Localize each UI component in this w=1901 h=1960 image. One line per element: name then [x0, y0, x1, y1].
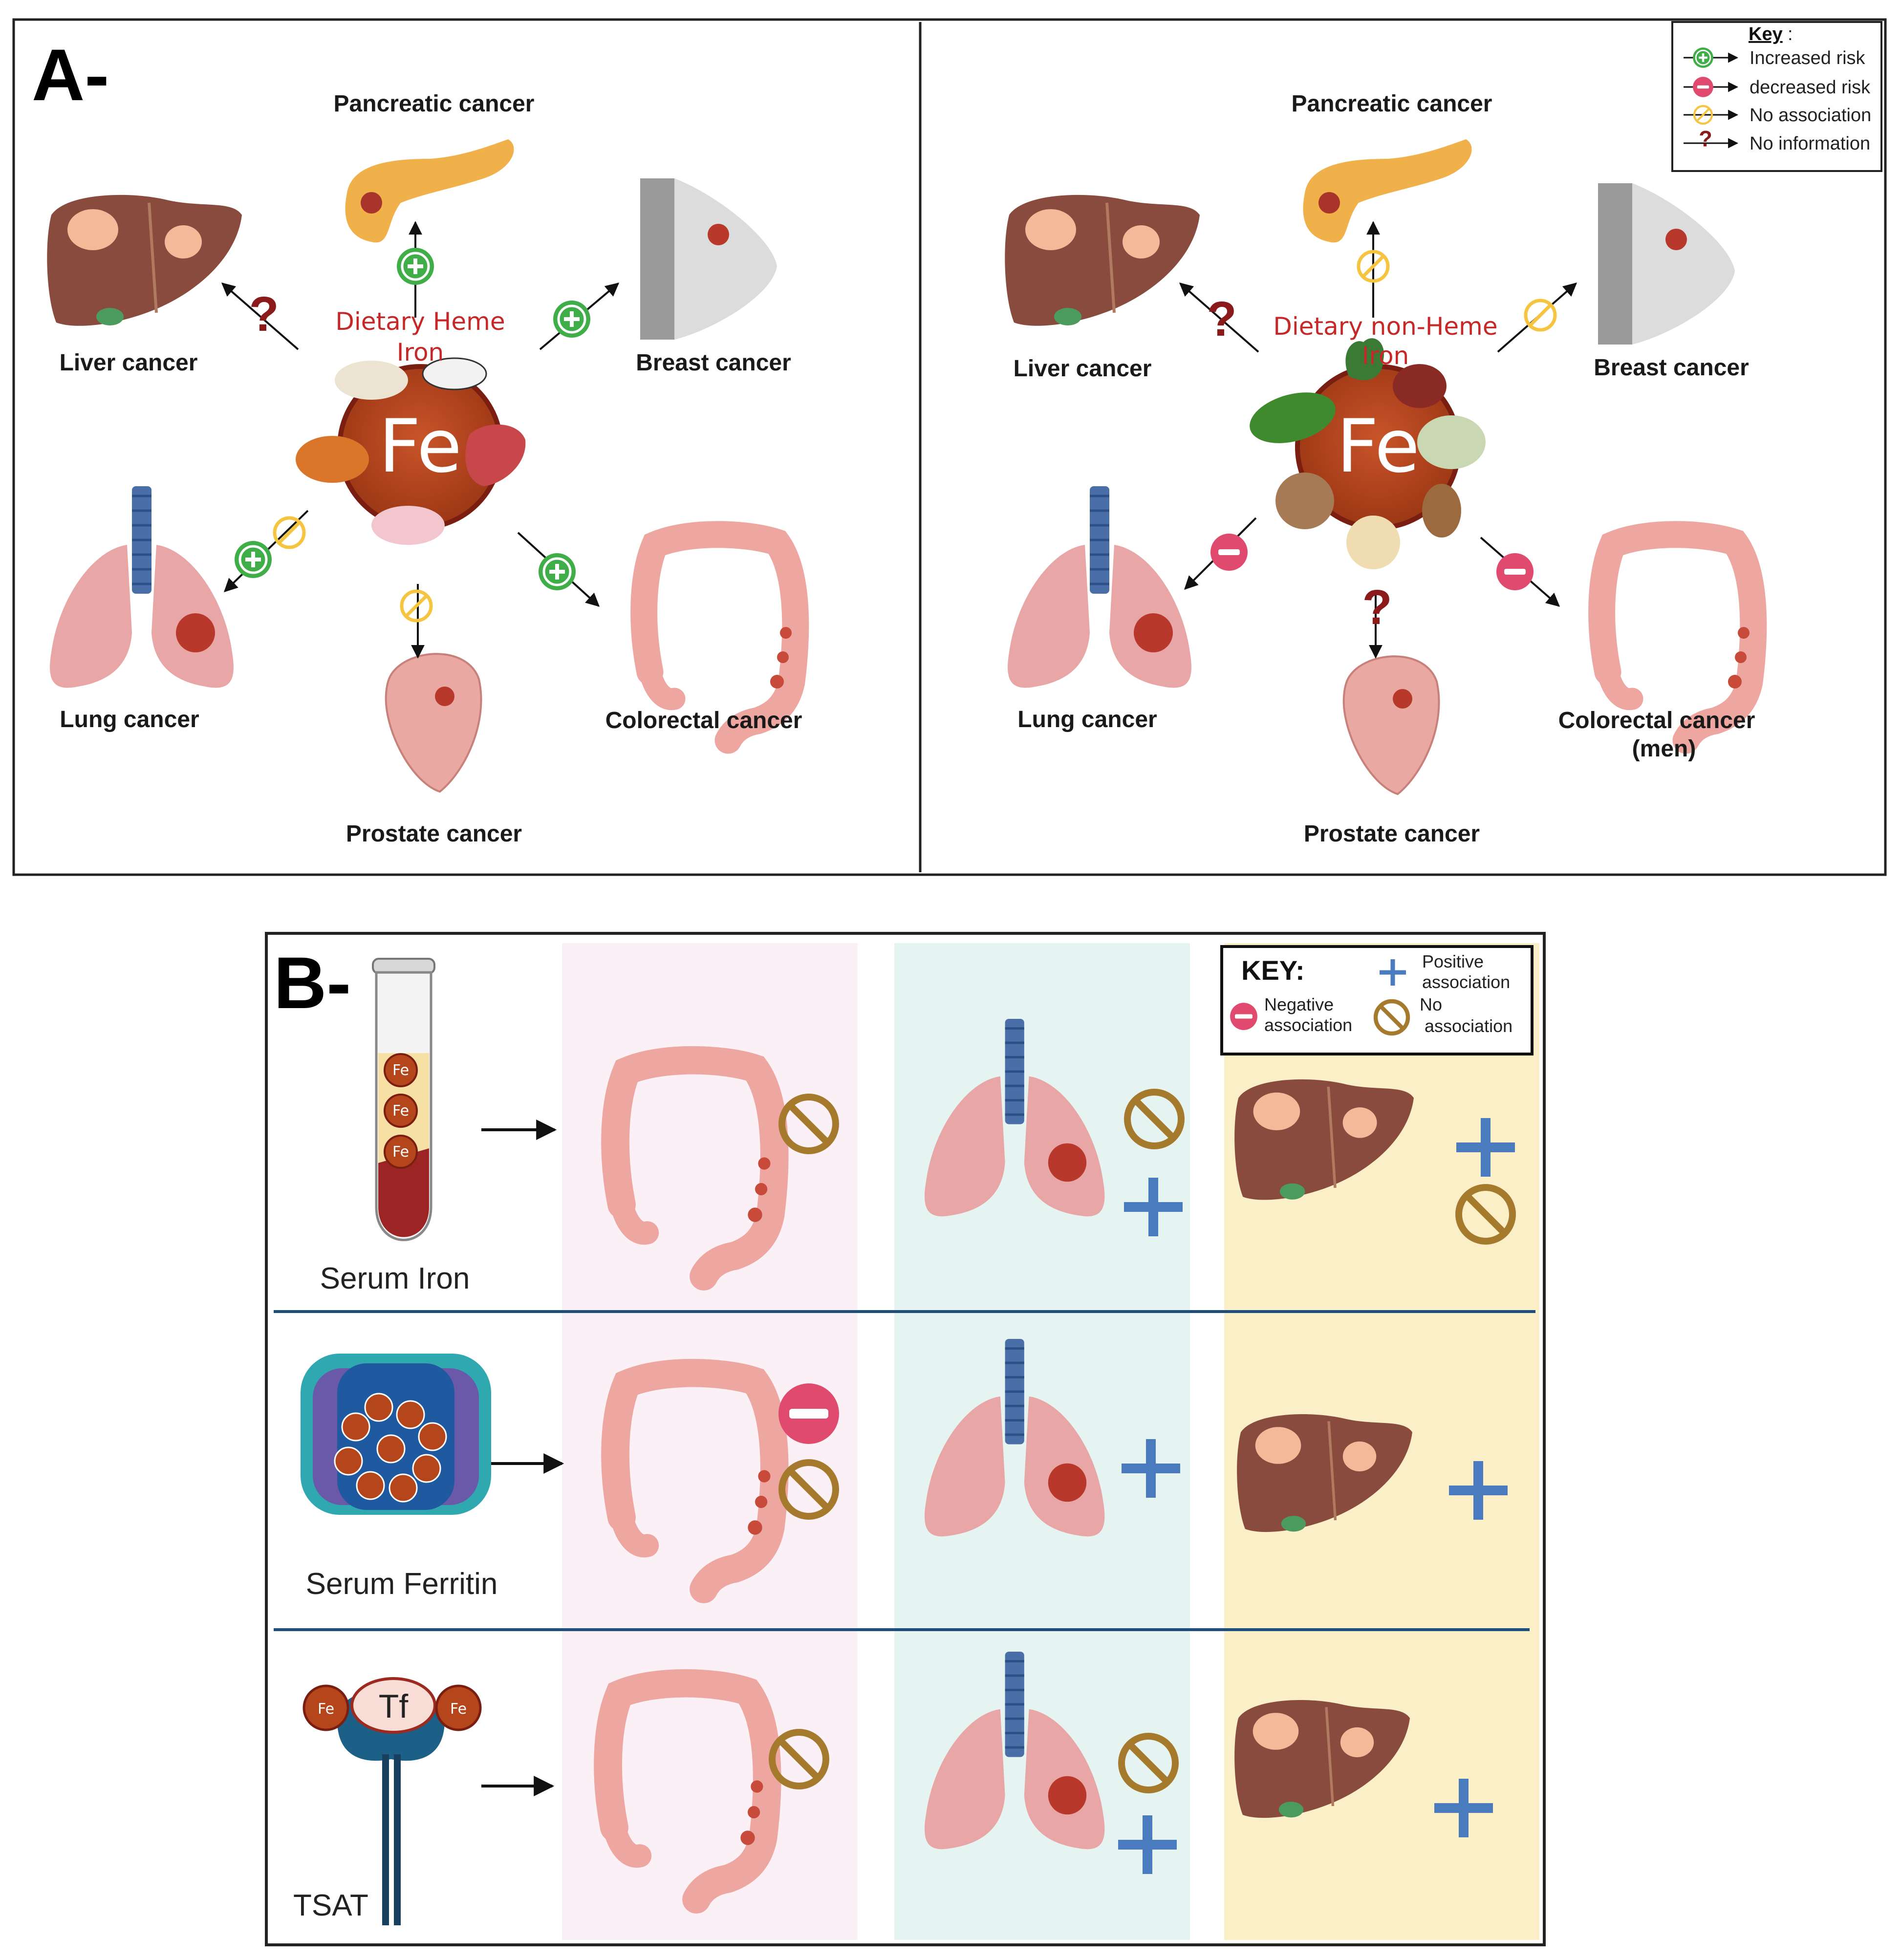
svg-text:Fe: Fe: [392, 1062, 409, 1079]
key-positive-line1: Positive: [1422, 951, 1484, 971]
label-breast: Breast cancer: [636, 350, 791, 376]
panel-a-letter: A-: [32, 34, 109, 116]
almond-icon: [1422, 484, 1461, 538]
liver-no-information-icon: [1207, 292, 1237, 346]
key-minus-circle-icon: [1693, 77, 1713, 97]
label-lung: Lung cancer: [1017, 707, 1157, 732]
key-question-icon: [1699, 126, 1712, 151]
label-liver: Liver cancer: [60, 350, 198, 376]
label-colorectal-line2: (men): [1632, 736, 1696, 762]
sheep-icon: [335, 361, 408, 400]
leaf-icon: [1250, 392, 1336, 443]
svg-text::: :: [1788, 24, 1793, 44]
row-label: Serum Iron: [320, 1262, 470, 1295]
spinach-icon: [1345, 338, 1384, 381]
lima-bean-icon: [1417, 415, 1486, 469]
svg-text:Fe: Fe: [392, 1143, 409, 1161]
row-tsat: Tf Fe Fe TSAT: [293, 1652, 1493, 1925]
label-prostate: Prostate cancer: [1304, 821, 1480, 847]
non-heme-label-line1: Dietary non-Heme: [1273, 312, 1497, 341]
key-title: Key: [1749, 24, 1783, 44]
non-heme-label-line2: Iron: [1362, 342, 1409, 370]
lung-increased-icon: [235, 541, 272, 578]
panel-a-heme: Fe Dietary Heme Iron Pan: [47, 91, 802, 847]
heme-label-line1: Dietary Heme: [335, 307, 505, 336]
svg-text:Fe: Fe: [450, 1701, 467, 1718]
panel-b: B- KEY: Positive association Negative as…: [265, 932, 1546, 1946]
key-minus-icon: [1230, 1003, 1257, 1030]
key-no-information: No information: [1750, 133, 1870, 154]
chickpea-icon: [1346, 516, 1400, 569]
panel-b-letter: B-: [274, 942, 351, 1024]
prostate-no-information-icon: [1362, 580, 1392, 635]
lung-decreased-icon: [1210, 534, 1248, 571]
label-colorectal-line1: Colorectal cancer: [1558, 708, 1755, 733]
chicken-icon: [296, 436, 369, 483]
bean-icon: [1393, 364, 1447, 408]
label-lung: Lung cancer: [60, 707, 199, 732]
panel-a-key: Key : Increased risk decreased risk No a…: [1671, 21, 1882, 172]
key-no-association: No association: [1750, 105, 1871, 126]
row-serum-iron: Fe Fe Fe Serum Iron: [320, 958, 1515, 1295]
colorectal-negative-icon: [778, 1383, 839, 1444]
row-label: Serum Ferritin: [306, 1567, 498, 1601]
key-negative-line2: association: [1264, 1015, 1352, 1035]
colorectal-decreased-icon: [1496, 553, 1534, 590]
key-positive-line2: association: [1422, 972, 1510, 992]
label-colorectal: Colorectal cancer: [605, 708, 802, 733]
fe-symbol: Fe: [379, 404, 462, 489]
panel-b-key: KEY: Positive association Negative assoc…: [1220, 945, 1534, 1055]
cow-icon: [422, 357, 487, 390]
test-tube-icon: Fe Fe Fe: [372, 958, 435, 1241]
row-label: TSAT: [293, 1889, 368, 1922]
pancreatic-increased-icon: [397, 248, 434, 285]
key-negative-line1: Negative: [1264, 994, 1334, 1014]
transferrin-receptor-icon: Tf Fe Fe: [302, 1677, 482, 1925]
key-none-line2: association: [1425, 1016, 1512, 1036]
liver-no-information-icon: [249, 287, 279, 342]
key-increased: Increased risk: [1750, 48, 1866, 68]
key-none-line1: No: [1420, 994, 1442, 1014]
fe-symbol: Fe: [1337, 404, 1420, 489]
key-plus-circle-icon: [1692, 46, 1714, 69]
label-breast: Breast cancer: [1594, 355, 1749, 381]
label-pancreatic: Pancreatic cancer: [1292, 91, 1492, 117]
colorectal-increased-icon: [539, 553, 576, 590]
svg-text:Fe: Fe: [318, 1701, 334, 1718]
steak-icon: [465, 424, 526, 486]
tf-label: Tf: [379, 1688, 409, 1725]
nut-icon: [1275, 473, 1334, 529]
key-decreased: decreased risk: [1750, 77, 1871, 98]
panel-a-non-heme: Fe Dietary non-Heme Iron Pancreatic ca: [1005, 91, 1755, 847]
breast-increased-icon: [553, 301, 590, 338]
heme-label-line2: Iron: [397, 338, 444, 366]
row-serum-ferritin: Serum Ferritin: [301, 1339, 1508, 1601]
key-title: KEY:: [1241, 955, 1305, 986]
label-pancreatic: Pancreatic cancer: [334, 91, 535, 117]
label-liver: Liver cancer: [1014, 356, 1152, 382]
panel-a: A- Fe Dietary Heme Iron: [12, 18, 1887, 876]
pig-icon: [371, 506, 445, 545]
ferritin-icon: [301, 1354, 491, 1515]
svg-text:Fe: Fe: [392, 1102, 409, 1120]
label-prostate: Prostate cancer: [346, 821, 522, 847]
